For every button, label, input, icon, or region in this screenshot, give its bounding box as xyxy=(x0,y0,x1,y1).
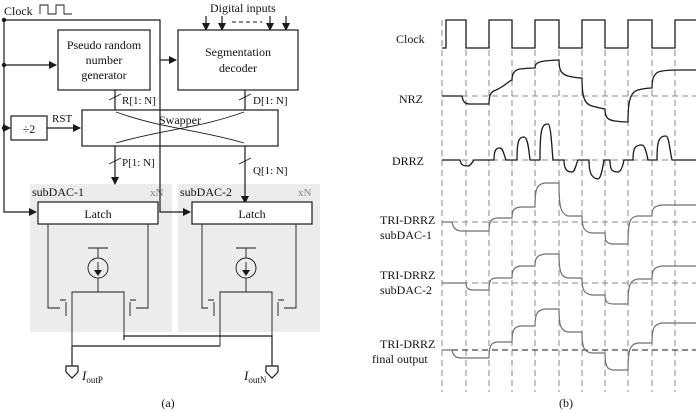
latch-1-block xyxy=(37,201,159,225)
prng-block xyxy=(57,29,151,91)
swapper-cross-line-2 xyxy=(115,111,245,144)
latch-2-block xyxy=(191,201,313,225)
subdac-2-multiplier: xN xyxy=(298,187,312,199)
outn-terminal-icon xyxy=(265,365,279,379)
tri-sub1-label-line1: TRI-DRRZ xyxy=(380,213,435,227)
panel-b: Clock NRZ DRRZ TRI-DRRZ subDAC-1 TRI-DRR… xyxy=(372,19,696,410)
tri-sub1-label-line2: subDAC-1 xyxy=(380,228,432,242)
r-bus-label: R[1: N] xyxy=(122,95,156,107)
clock-to-latch2-wire xyxy=(159,60,191,216)
p-bus-label: P[1: N] xyxy=(122,157,155,169)
outp-terminal-icon xyxy=(65,365,79,379)
prng-label-line3: generator xyxy=(81,68,126,82)
panel-a: Clock Digital inputs Pseudo random numbe… xyxy=(1,1,320,410)
iout-p-label: IoutP xyxy=(81,368,103,385)
clock-waveform-icon xyxy=(39,4,72,15)
swapper-block xyxy=(81,109,279,147)
tri-sub2-label-line1: TRI-DRRZ xyxy=(380,268,435,282)
nrz-signal-label: NRZ xyxy=(399,92,423,106)
segmentation-decoder-block xyxy=(177,29,299,91)
iout-n-label: IoutN xyxy=(243,368,267,385)
latch-2-label: Latch xyxy=(238,207,265,221)
panel-b-caption: (b) xyxy=(559,396,573,410)
clock-to-segmentation-wire xyxy=(4,19,177,64)
divider-block xyxy=(10,115,48,141)
outn-connection-wire xyxy=(123,335,273,340)
tri-sub1-trace xyxy=(442,182,696,245)
subdac-1-circuit xyxy=(47,224,149,346)
prng-label-line2: number xyxy=(86,53,123,67)
q-bus-label: Q[1: N] xyxy=(253,165,288,177)
prng-label-line1: Pseudo random xyxy=(67,38,142,52)
segmentation-label-line1: Segmentation xyxy=(205,45,271,59)
tri-final-trace xyxy=(442,308,696,371)
drrz-signal-label: DRRZ xyxy=(392,154,424,168)
tri-sub2-label-line2: subDAC-2 xyxy=(380,283,432,297)
subdac-2-label: subDAC-2 xyxy=(180,185,232,199)
d-bus-label: D[1: N] xyxy=(253,95,288,107)
clock-label: Clock xyxy=(4,4,33,18)
tri-final-label-line1: TRI-DRRZ xyxy=(380,337,435,351)
latch-1-label: Latch xyxy=(84,207,111,221)
subdac-1-label: subDAC-1 xyxy=(32,185,84,199)
drrz-trace xyxy=(442,123,696,180)
rst-label: RST xyxy=(52,113,72,125)
clock-signal-label: Clock xyxy=(396,32,425,46)
clock-to-latch1-wire xyxy=(3,20,37,216)
digital-inputs-label: Digital inputs xyxy=(210,1,276,15)
tri-sub2-trace xyxy=(442,253,696,305)
subdac-1-multiplier: xN xyxy=(150,187,164,199)
clock-trace xyxy=(442,19,696,49)
divider-label: ÷2 xyxy=(23,122,36,136)
swapper-label: Swapper xyxy=(159,113,201,127)
tri-final-label-line2: final output xyxy=(372,352,428,366)
time-grid xyxy=(441,20,676,392)
nrz-trace xyxy=(442,59,696,123)
segmentation-label-line2: decoder xyxy=(219,61,257,75)
panel-a-caption: (a) xyxy=(161,396,174,410)
